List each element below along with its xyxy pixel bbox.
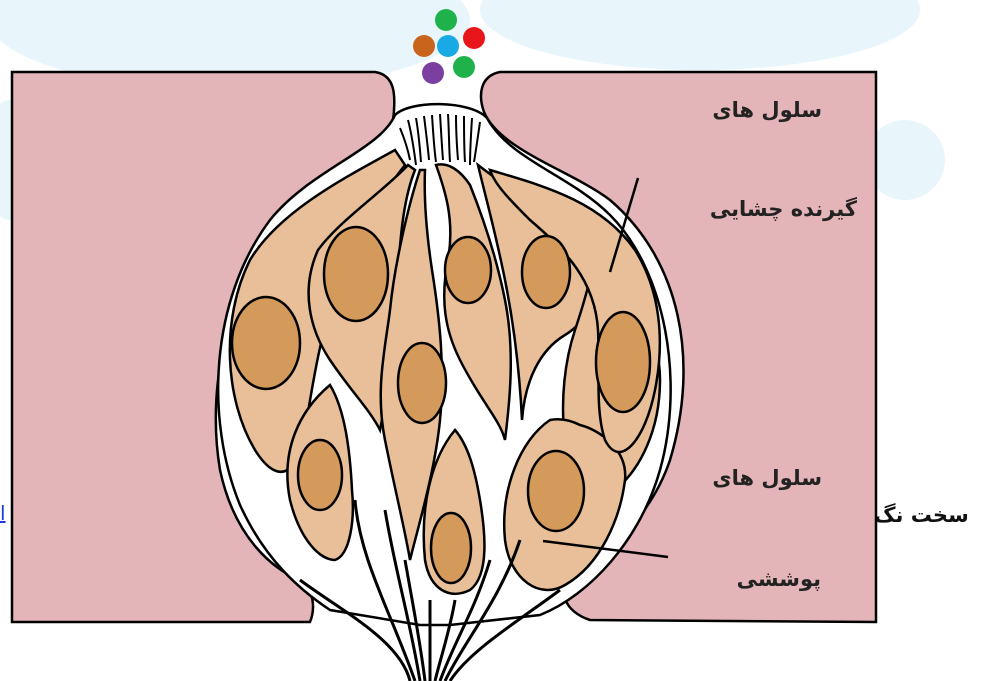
orange-molecule <box>413 35 435 57</box>
nucleus <box>324 227 388 321</box>
nucleus <box>431 513 471 583</box>
nucleus <box>398 343 446 423</box>
nucleus <box>298 440 342 510</box>
nucleus <box>528 451 584 531</box>
nucleus <box>232 297 300 389</box>
supporting-label-line2: پوششی <box>737 567 821 591</box>
green-molecule <box>435 9 457 31</box>
supporting-label-line1: سلول های <box>712 466 822 490</box>
purple-molecule <box>422 62 444 84</box>
blue-molecule <box>437 35 459 57</box>
nucleus <box>445 237 491 303</box>
nucleus <box>522 236 570 308</box>
receptor-label-line2: گیرنده چشایی <box>710 197 857 221</box>
nucleus <box>596 312 650 412</box>
receptor-label-line1: سلول های <box>712 98 822 122</box>
red-molecule <box>463 27 485 49</box>
green-molecule <box>453 56 475 78</box>
taste-molecules <box>413 9 485 84</box>
